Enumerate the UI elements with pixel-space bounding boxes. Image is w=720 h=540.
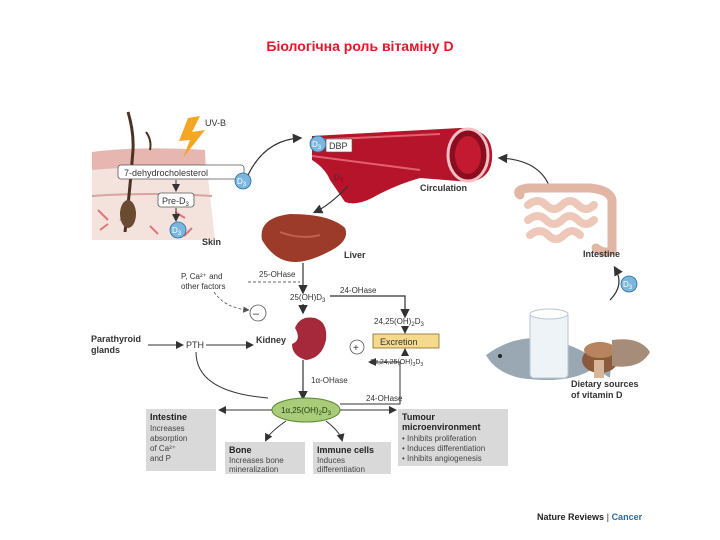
immune-box-line: Induces (317, 456, 345, 465)
intestine-illustration (514, 183, 617, 257)
artery-illustration (311, 127, 493, 204)
intestine-effect-box: Intestine Increases absorption of Ca²⁺ a… (146, 409, 216, 471)
bone-box-line: mineralization (229, 465, 278, 474)
intestine-box-title: Intestine (150, 412, 187, 422)
intestine-box-line: of Ca²⁺ (150, 444, 176, 453)
dehydrocholesterol-box (117, 164, 245, 180)
skin-label: Skin (202, 237, 221, 247)
uvb-label: UV-B (205, 118, 226, 128)
stimulate-sign: + (353, 343, 359, 354)
excretion-label: Excretion (380, 337, 418, 347)
tumour-box-title-1: Tumour (402, 412, 435, 422)
tumour-box-line: • Inhibits angiogenesis (402, 454, 482, 463)
immune-box-title: Immune cells (317, 445, 374, 455)
stimulate-circle (349, 339, 365, 355)
d3-blood-label: D3 (312, 140, 322, 151)
d3-skin-out-badge (234, 172, 252, 190)
immune-effect-box: Immune cells Induces differentiation (313, 442, 391, 474)
intestine-box-line: Increases (150, 424, 185, 433)
oh25d3-label: 25(OH)D3 (290, 293, 326, 304)
d3-skin-badge (169, 221, 187, 239)
p-ca-label-1: P, Ca²⁺ and (181, 272, 222, 281)
liver-illustration (261, 214, 347, 262)
dbp-label: DBP (329, 141, 348, 151)
dietary-label-1: Dietary sources (571, 379, 639, 389)
d3-diet-label: D3 (623, 280, 633, 291)
circulation-label: Circulation (420, 183, 467, 193)
parathyroid-label-1: Parathyroid (91, 334, 141, 344)
dietary-sources-illustration (486, 308, 650, 381)
intestine-box-line: and P (150, 454, 171, 463)
tumour-box-line: • Inhibits proliferation (402, 434, 476, 443)
intestine-box-line: absorption (150, 434, 187, 443)
bone-box-line: Increases bone (229, 456, 284, 465)
tumour-box-title-2: microenvironment (402, 422, 481, 432)
inhibit-circle (249, 304, 267, 322)
parathyroid-label-2: glands (91, 345, 120, 355)
d3-skin-out-label: D3 (237, 177, 247, 188)
pth-label: PTH (186, 340, 204, 350)
p-ca-label-2: other factors (181, 282, 225, 291)
d3-diet-badge (620, 275, 638, 293)
d1-24-25-label: 1α,24,25(OH)3D3 (370, 359, 423, 368)
immune-box-line: differentiation (317, 465, 365, 474)
credit-text: Nature Reviews | Cancer (537, 512, 643, 522)
dbp-box (325, 138, 353, 153)
tumour-effect-box: Tumour microenvironment • Inhibits proli… (398, 409, 508, 466)
ohase24-top-label: 24-OHase (340, 286, 377, 295)
ohase1a-label: 1α-OHase (311, 376, 348, 385)
page-title: Біологічна роль вітаміну D (266, 38, 454, 54)
dietary-label-2: of vitamin D (571, 390, 623, 400)
pre-d3-label: Pre-D3 (162, 196, 190, 208)
bone-effect-box: Bone Increases bone mineralization (225, 442, 305, 474)
tumour-box-line: • Induces differentiation (402, 444, 485, 453)
sunlight-bolt-icon (179, 116, 205, 158)
ohase25-label: 25-OHase (259, 270, 296, 279)
dehydrocholesterol-label: 7-dehydrocholesterol (124, 168, 208, 178)
bone-box-title: Bone (229, 445, 252, 455)
calcitriol-label: 1α,25(OH)2D3 (281, 406, 332, 417)
inhibit-sign: – (253, 308, 260, 320)
d3-circ-label: D3 (334, 173, 344, 184)
d3-skin-label: D3 (172, 226, 182, 237)
kidney-label: Kidney (256, 335, 286, 345)
liver-label: Liver (344, 250, 366, 260)
kidney-illustration (292, 317, 327, 360)
ohase24-bottom-label: 24-OHase (366, 394, 403, 403)
d24-25-label: 24,25(OH)2D3 (374, 317, 424, 328)
pre-d3-box (157, 192, 195, 208)
intestine-organ-label: Intestine (583, 249, 620, 259)
